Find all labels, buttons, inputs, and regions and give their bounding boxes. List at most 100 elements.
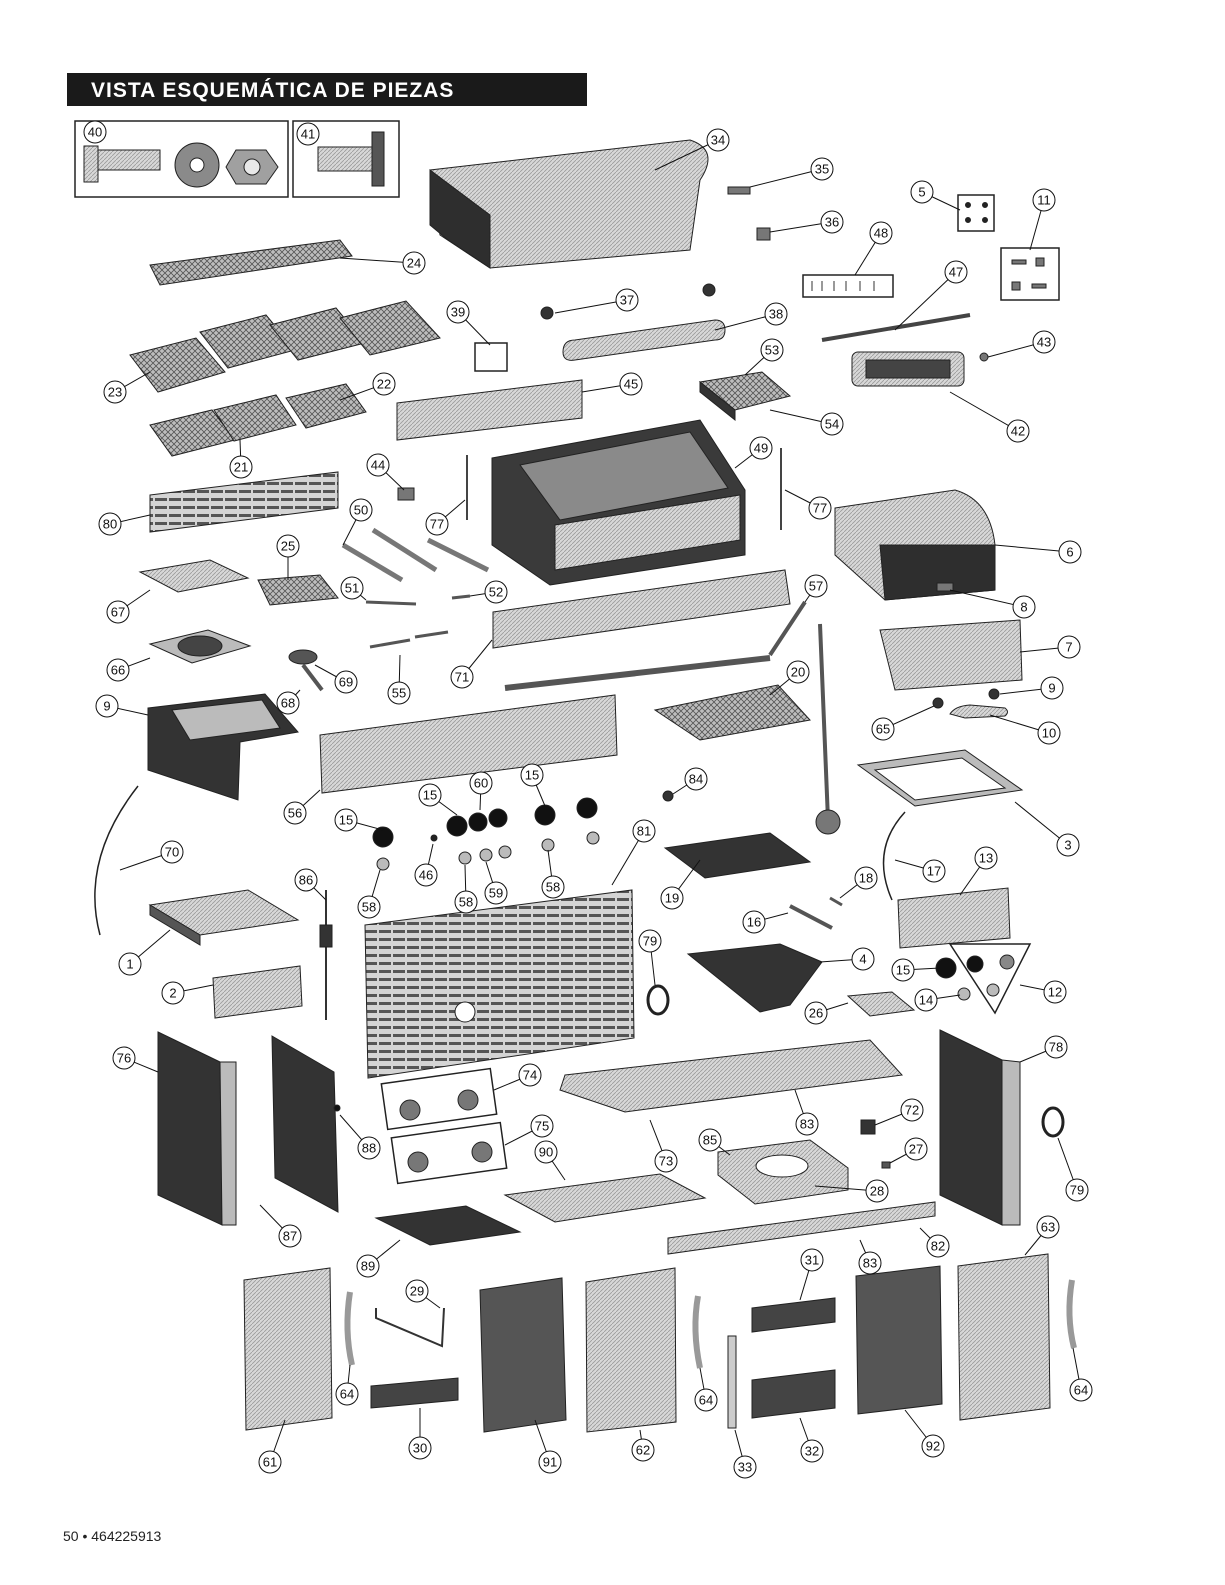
callout-circle [891,958,915,982]
part-56-front-panel [319,694,618,794]
callout-circle [760,338,784,362]
callout-circle [160,840,184,864]
callout-circle [660,886,684,910]
part-26-drip-cup [846,991,916,1017]
callout-circle [387,681,411,705]
callout-label-45: 45 [624,377,638,392]
callout-circle [619,372,643,396]
callout-leader [339,257,415,264]
callout-circle [283,801,307,825]
callout-label-20: 20 [791,665,805,680]
callout-circle [103,380,127,404]
part-37-left [540,306,554,320]
parts [74,120,1077,1433]
callout-circle [357,1136,381,1160]
callout-label-85: 85 [703,1133,717,1148]
callout-circle [538,1450,562,1474]
callout-label-65: 65 [876,722,890,737]
callout-label-72: 72 [905,1103,919,1118]
callout-circle [106,658,130,682]
part-63-door [957,1253,1051,1421]
callout-circle [402,251,426,275]
callout-label-34: 34 [711,133,725,148]
callout-circle [615,288,639,312]
part-75-box [390,1121,508,1185]
callout-label-47: 47 [949,265,963,280]
callout-leader [554,299,628,314]
callout-label-26: 26 [809,1006,823,1021]
callout-label-1: 1 [126,957,133,972]
callout-circle [1057,635,1081,659]
part-2-shelf-edge [212,965,303,1019]
callout-label-15: 15 [525,768,539,783]
part-71-control-panel [492,569,791,649]
callout-circle [469,771,493,795]
callout-label-31: 31 [805,1253,819,1268]
callout-label-24: 24 [407,256,421,271]
callout-label-21: 21 [234,460,248,475]
callout-label-64: 64 [340,1387,354,1402]
part-82-rail [667,1201,936,1255]
callout-circle [334,670,358,694]
callout-label-4: 4 [859,952,866,967]
part-61-door [243,1267,333,1431]
callout-label-52: 52 [489,585,503,600]
part-51 [365,600,417,606]
callout-label-90: 90 [539,1145,553,1160]
part-87-left-door [271,1035,339,1213]
part-78-right-panel [939,1029,1003,1226]
callout-label-83: 83 [863,1256,877,1271]
callout-label-5: 5 [918,185,925,200]
callout-label-78: 78 [1049,1040,1063,1055]
callout-circle [530,1114,554,1138]
callout-label-6: 6 [1066,545,1073,560]
callout-label-68: 68 [281,696,295,711]
part-48-box [802,274,894,298]
part-25-rack [257,574,339,606]
part-68 [301,663,324,692]
callout-label-89: 89 [361,1259,375,1274]
part-36 [756,227,771,241]
callout-label-58: 58 [362,900,376,915]
callout-label-30: 30 [413,1441,427,1456]
callout-circle [1032,330,1056,354]
callout-circle [706,128,730,152]
callout-circle [800,1439,824,1463]
callout-label-76: 76 [117,1051,131,1066]
callout-circle [804,574,828,598]
callout-circle [910,180,934,204]
callout-circle [904,1137,928,1161]
part-24-warming-rack [149,239,353,286]
callout-label-14: 14 [919,993,933,1008]
part-79-ring-right [1041,1106,1065,1138]
callout-leader [994,544,1071,553]
part-43 [979,352,989,362]
callout-label-44: 44 [371,458,385,473]
callout-leader [654,139,719,171]
part-32-bracket [751,1369,836,1419]
callout-circle [1056,833,1080,857]
callout-label-9: 9 [1048,681,1055,696]
callout-label-16: 16 [747,915,761,930]
callout-circle [118,952,142,976]
callout-circle [276,691,300,715]
part-39-box [474,342,508,372]
part-29-bracket [375,1307,445,1348]
part-33-strip [727,1335,737,1429]
callout-circle [276,534,300,558]
callout-circle [1037,721,1061,745]
callout-circle [795,1112,819,1136]
callout-label-49: 49 [754,441,768,456]
callout-label-60: 60 [474,776,488,791]
callout-label-80: 80 [103,517,117,532]
part-81-front-door-panel [364,889,635,1079]
callout-label-64: 64 [699,1393,713,1408]
callout-label-50: 50 [354,503,368,518]
callout-label-7: 7 [1065,640,1072,655]
callout-leader [949,391,1019,432]
callout-label-59: 59 [489,886,503,901]
part-58-bezels [376,831,600,871]
callout-label-92: 92 [926,1439,940,1454]
part-41-knob-post [317,131,385,187]
callout-circle [631,1438,655,1462]
